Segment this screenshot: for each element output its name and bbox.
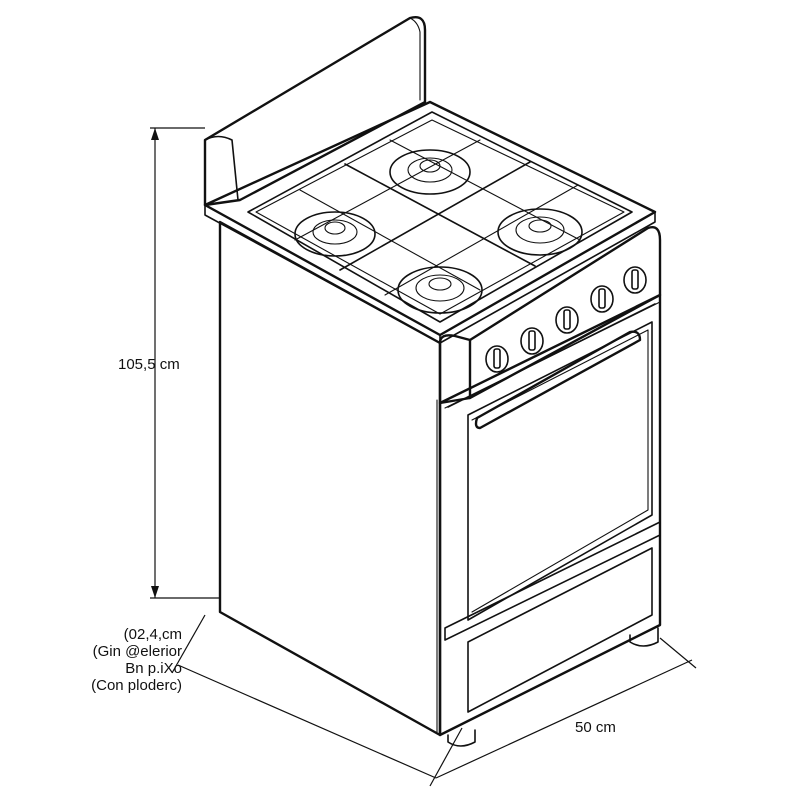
burner-icon — [389, 149, 471, 195]
depth-dimension-label: (02,4,cm (Gin @elerior Bn p.iXo (Con plo… — [54, 626, 182, 694]
knob-icon — [485, 345, 509, 373]
oven-handle — [474, 330, 642, 430]
front-body — [438, 293, 662, 737]
height-dimension-label: 105,5 cm — [118, 356, 180, 373]
backsplash — [203, 16, 427, 207]
depth-label-line-4: (Con ploderc) — [91, 677, 182, 694]
side-panel — [218, 220, 442, 737]
knob-icon — [555, 306, 579, 334]
depth-label-line-3: Bn p.iXo — [125, 660, 182, 677]
burner-icon — [497, 208, 583, 256]
feet — [447, 627, 659, 747]
cooktop — [203, 100, 657, 344]
drawer — [444, 521, 661, 713]
depth-dimension-line — [171, 614, 463, 787]
width-dimension-label: 50 cm — [575, 719, 616, 736]
burner-icon — [294, 211, 376, 257]
knob-icon — [590, 285, 614, 313]
depth-label-line-1: (02,4,cm — [123, 626, 182, 643]
grates — [247, 111, 633, 323]
width-dimension-line — [435, 637, 697, 779]
burner-icon — [397, 266, 483, 314]
depth-label-line-2: (Gin @elerior — [92, 643, 182, 660]
knob-icon — [520, 327, 544, 355]
height-dimension-line — [150, 127, 220, 599]
knob-icon — [623, 266, 647, 294]
